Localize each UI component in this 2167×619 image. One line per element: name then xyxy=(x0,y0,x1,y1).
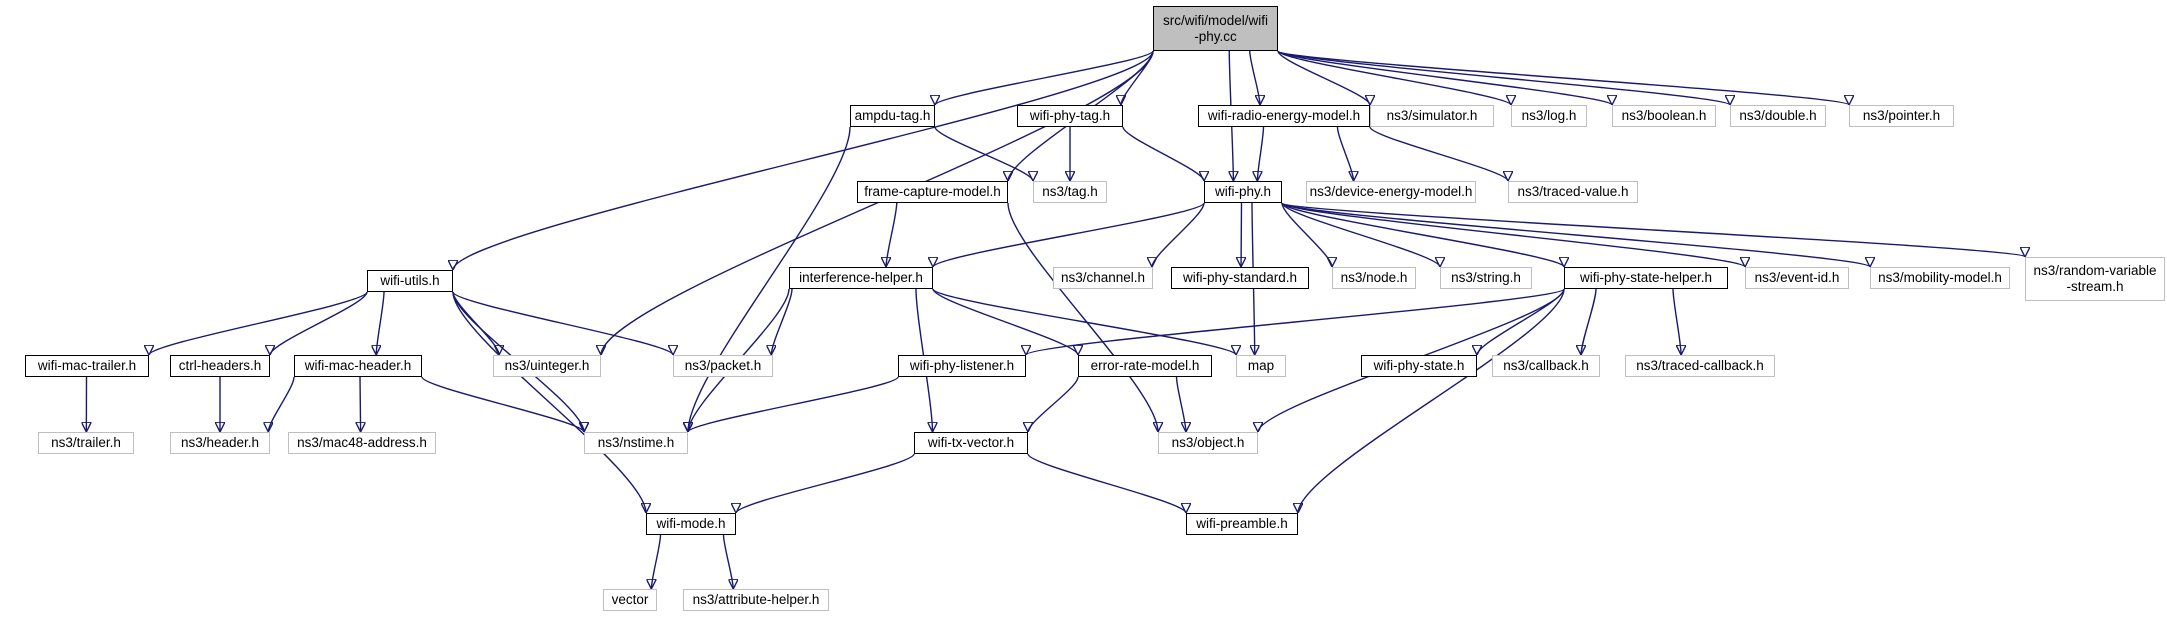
edge-root-to-wifi-radio-energy-model xyxy=(1249,50,1260,106)
node-wifi-phy[interactable]: wifi-phy.h xyxy=(1204,181,1282,203)
edge-wifi-phy-to-event-id xyxy=(1281,202,1745,268)
node-pointer[interactable]: ns3/pointer.h xyxy=(1849,105,1954,127)
edge-root-to-log xyxy=(1277,50,1511,106)
node-device-energy-model[interactable]: ns3/device-energy-model.h xyxy=(1306,181,1476,203)
edge-wifi-mode-to-vector xyxy=(651,534,662,590)
edge-root-to-boolean xyxy=(1277,50,1612,106)
node-string[interactable]: ns3/string.h xyxy=(1440,267,1532,289)
node-callback[interactable]: ns3/callback.h xyxy=(1492,355,1600,377)
edge-root-to-wifi-utils xyxy=(453,50,1154,271)
edge-wifi-phy-to-interference-helper xyxy=(933,202,1205,268)
node-wifi-phy-state[interactable]: wifi-phy-state.h xyxy=(1361,355,1477,377)
node-double[interactable]: ns3/double.h xyxy=(1730,105,1826,127)
edge-interference-helper-to-packet xyxy=(771,288,793,356)
edge-wifi-utils-to-ctrl-headers xyxy=(270,291,368,356)
node-wifi-preamble[interactable]: wifi-preamble.h xyxy=(1186,513,1298,535)
node-simulator[interactable]: ns3/simulator.h xyxy=(1370,105,1494,127)
node-wifi-mac-trailer[interactable]: wifi-mac-trailer.h xyxy=(25,355,149,377)
node-interference-helper[interactable]: interference-helper.h xyxy=(789,267,933,289)
node-error-rate-model[interactable]: error-rate-model.h xyxy=(1078,355,1212,377)
edge-wifi-tx-vector-to-wifi-mode xyxy=(736,453,915,514)
edge-wifi-mac-header-to-nstime xyxy=(421,376,584,433)
edge-interference-helper-to-error-rate-model xyxy=(932,288,1078,356)
node-object[interactable]: ns3/object.h xyxy=(1158,432,1258,454)
edge-wifi-phy-listener-to-nstime xyxy=(688,376,899,433)
edge-interference-helper-to-map xyxy=(932,288,1236,356)
node-wifi-radio-energy-model[interactable]: wifi-radio-energy-model.h xyxy=(1198,105,1370,127)
node-map[interactable]: map xyxy=(1236,355,1286,377)
node-trailer[interactable]: ns3/trailer.h xyxy=(38,432,134,454)
node-channel[interactable]: ns3/channel.h xyxy=(1053,267,1153,289)
edge-wifi-phy-state-helper-to-wifi-preamble xyxy=(1298,288,1565,514)
node-wifi-utils[interactable]: wifi-utils.h xyxy=(367,270,453,292)
node-wifi-mode[interactable]: wifi-mode.h xyxy=(646,513,736,535)
node-ctrl-headers[interactable]: ctrl-headers.h xyxy=(170,355,270,377)
node-root[interactable]: src/wifi/model/wifi -phy.cc xyxy=(1153,6,1278,51)
edge-wifi-phy-to-mobility-model xyxy=(1281,202,1870,268)
node-traced-value[interactable]: ns3/traced-value.h xyxy=(1508,181,1638,203)
node-wifi-phy-listener[interactable]: wifi-phy-listener.h xyxy=(898,355,1026,377)
node-node[interactable]: ns3/node.h xyxy=(1332,267,1416,289)
edge-wifi-radio-energy-model-to-device-energy-model xyxy=(1336,126,1354,182)
edge-wifi-phy-state-helper-to-wifi-phy-listener xyxy=(1026,288,1565,356)
edge-wifi-phy-tag-to-wifi-phy xyxy=(1122,126,1204,182)
edge-wifi-utils-to-wifi-mac-trailer xyxy=(149,291,368,356)
edge-frame-capture-model-to-interference-helper xyxy=(886,202,898,268)
node-packet[interactable]: ns3/packet.h xyxy=(673,355,773,377)
node-mobility-model[interactable]: ns3/mobility-model.h xyxy=(1870,267,2010,289)
edge-wifi-mac-header-to-header xyxy=(268,376,295,433)
edge-root-to-double xyxy=(1277,50,1730,106)
node-header[interactable]: ns3/header.h xyxy=(170,432,270,454)
edge-wifi-utils-to-packet xyxy=(452,291,673,356)
edge-error-rate-model-to-object xyxy=(1175,376,1186,433)
edge-frame-capture-model-to-object xyxy=(1007,202,1158,432)
node-wifi-phy-state-helper[interactable]: wifi-phy-state-helper.h xyxy=(1564,267,1728,289)
edge-wifi-phy-state-helper-to-traced-callback xyxy=(1672,288,1681,355)
edge-wifi-phy-state-helper-to-callback xyxy=(1581,288,1597,356)
edge-wifi-radio-energy-model-to-wifi-phy xyxy=(1257,126,1265,182)
edge-wifi-mac-header-to-mac48-address xyxy=(360,376,361,432)
node-wifi-phy-tag[interactable]: wifi-phy-tag.h xyxy=(1017,105,1123,127)
edge-wifi-radio-energy-model-to-traced-value xyxy=(1369,126,1508,182)
edge-wifi-phy-to-string xyxy=(1281,202,1440,268)
node-random-variable-stream[interactable]: ns3/random-variable -stream.h xyxy=(2025,257,2165,301)
edge-wifi-phy-to-random-variable-stream xyxy=(1281,202,2025,258)
edge-root-to-simulator xyxy=(1277,50,1370,106)
edge-root-to-wifi-phy-tag xyxy=(1121,50,1154,106)
edge-root-to-uinteger xyxy=(601,50,1154,355)
edge-root-to-pointer xyxy=(1277,50,1849,106)
edge-wifi-mode-to-attribute-helper xyxy=(722,534,734,590)
node-nstime[interactable]: ns3/nstime.h xyxy=(584,432,688,454)
node-frame-capture-model[interactable]: frame-capture-model.h xyxy=(857,181,1008,203)
edge-wifi-phy-state-helper-to-wifi-phy-state xyxy=(1477,288,1565,356)
node-traced-callback[interactable]: ns3/traced-callback.h xyxy=(1625,355,1775,377)
node-tag[interactable]: ns3/tag.h xyxy=(1033,181,1107,203)
edge-ampdu-tag-to-tag xyxy=(934,126,1033,182)
node-ampdu-tag[interactable]: ampdu-tag.h xyxy=(850,105,935,127)
edge-wifi-utils-to-wifi-mac-header xyxy=(376,291,385,355)
node-wifi-tx-vector[interactable]: wifi-tx-vector.h xyxy=(914,432,1028,454)
node-log[interactable]: ns3/log.h xyxy=(1511,105,1587,127)
edge-wifi-phy-to-channel xyxy=(1152,202,1205,268)
edge-ampdu-tag-to-nstime xyxy=(688,126,851,432)
edge-error-rate-model-to-wifi-tx-vector xyxy=(1028,376,1079,433)
node-wifi-phy-standard[interactable]: wifi-phy-standard.h xyxy=(1171,267,1309,289)
node-mac48-address[interactable]: ns3/mac48-address.h xyxy=(288,432,436,454)
node-wifi-mac-header[interactable]: wifi-mac-header.h xyxy=(294,355,422,377)
node-event-id[interactable]: ns3/event-id.h xyxy=(1745,267,1849,289)
edge-wifi-tx-vector-to-wifi-preamble xyxy=(1027,453,1186,514)
node-attribute-helper[interactable]: ns3/attribute-helper.h xyxy=(683,589,829,611)
edge-wifi-phy-to-wifi-phy-state-helper xyxy=(1281,202,1564,268)
edge-wifi-phy-to-node xyxy=(1281,202,1332,268)
edge-root-to-ampdu-tag xyxy=(935,50,1154,106)
node-boolean[interactable]: ns3/boolean.h xyxy=(1612,105,1716,127)
node-uinteger[interactable]: ns3/uinteger.h xyxy=(493,355,601,377)
edge-wifi-utils-to-wifi-mode xyxy=(452,291,646,513)
node-vector[interactable]: vector xyxy=(603,589,657,611)
